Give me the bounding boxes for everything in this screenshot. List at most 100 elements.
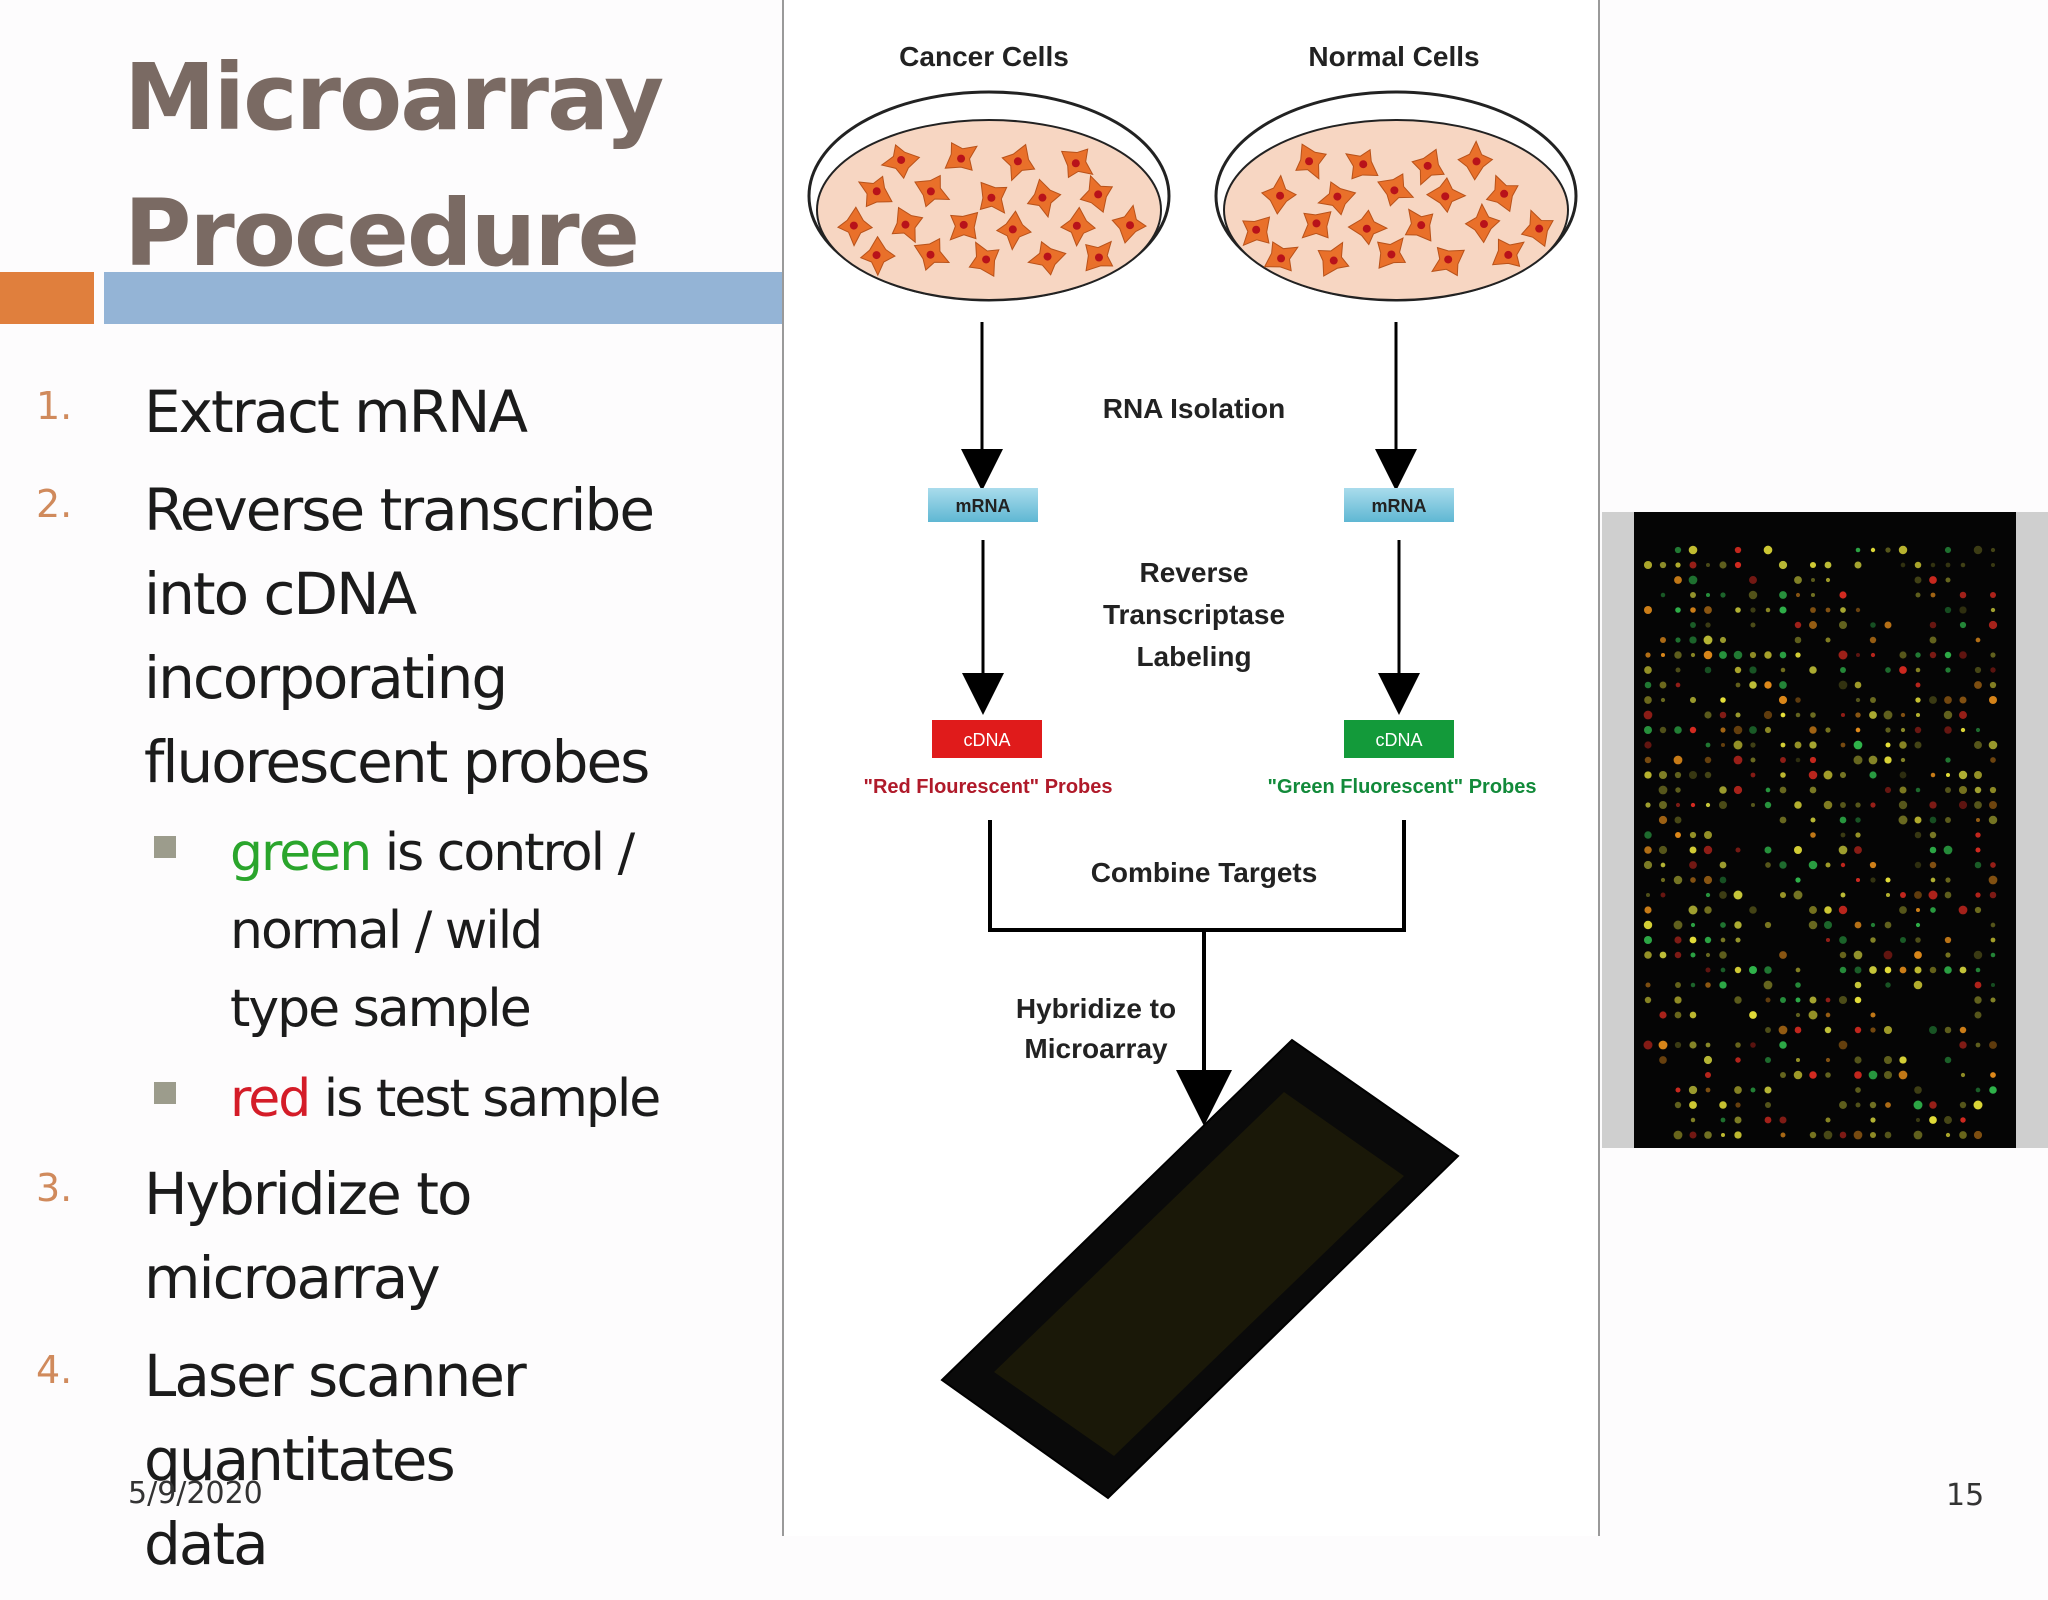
- array-spot-icon: [1944, 606, 1952, 614]
- array-spot-icon: [1915, 667, 1921, 673]
- hybridize-label-line2: Microarray: [1024, 1033, 1168, 1064]
- array-spot-icon: [1644, 756, 1652, 764]
- array-spot-icon: [1869, 966, 1877, 974]
- array-spot-icon: [1990, 862, 1996, 868]
- array-spot-icon: [1675, 802, 1681, 808]
- array-spot-icon: [1869, 636, 1877, 644]
- mrna-right-label: mRNA: [1371, 496, 1426, 516]
- array-spot-icon: [1705, 1042, 1711, 1048]
- array-spot-icon: [1688, 905, 1698, 915]
- array-spot-icon: [1838, 905, 1848, 915]
- array-spot-icon: [1855, 697, 1861, 703]
- array-spot-icon: [1645, 802, 1651, 808]
- array-spot-icon: [1704, 906, 1712, 914]
- sub-item-red: red is test sample: [144, 1060, 780, 1138]
- array-spot-icon: [1750, 1042, 1756, 1048]
- array-spot-icon: [1989, 591, 1997, 599]
- array-spot-icon: [1929, 636, 1937, 644]
- array-spot-icon: [1764, 1056, 1772, 1064]
- array-spot-icon: [1914, 891, 1922, 899]
- cell-nucleus-icon: [1252, 225, 1261, 234]
- array-spot-icon: [1719, 636, 1727, 644]
- cell-nucleus-icon: [1444, 255, 1453, 264]
- red-probes-label: "Red Flourescent" Probes: [863, 776, 1112, 798]
- array-spot-icon: [1959, 966, 1967, 974]
- array-spot-icon: [1690, 592, 1696, 598]
- array-spot-icon: [1990, 652, 1996, 658]
- step-number: 2.: [36, 482, 73, 526]
- array-spot-icon: [1780, 667, 1786, 673]
- array-spot-icon: [1929, 816, 1937, 824]
- cell-nucleus-icon: [982, 255, 991, 264]
- array-spot-icon: [1705, 562, 1711, 568]
- array-spot-icon: [1975, 892, 1981, 898]
- array-spot-icon: [1719, 651, 1727, 659]
- array-spot-icon: [1825, 637, 1831, 643]
- array-spot-icon: [1929, 696, 1937, 704]
- array-spot-icon: [1870, 622, 1876, 628]
- array-spot-icon: [1690, 877, 1696, 883]
- array-spot-icon: [1899, 906, 1907, 914]
- array-spot-icon: [1690, 802, 1696, 808]
- combine-bracket: [988, 820, 1406, 932]
- array-spot-icon: [1944, 651, 1952, 659]
- array-spot-icon: [1734, 966, 1742, 974]
- array-spot-icon: [1975, 1042, 1981, 1048]
- array-spot-icon: [1899, 666, 1907, 674]
- array-spot-icon: [1795, 1012, 1801, 1018]
- array-spot-icon: [1914, 816, 1922, 824]
- array-spot-icon: [1809, 996, 1817, 1004]
- array-spot-icon: [1673, 920, 1683, 930]
- array-spot-icon: [1779, 1116, 1787, 1124]
- array-spot-icon: [1705, 622, 1711, 628]
- array-spot-icon: [1673, 1130, 1683, 1140]
- array-spot-icon: [1840, 607, 1846, 613]
- array-spot-icon: [1644, 696, 1652, 704]
- array-spot-icon: [1764, 1101, 1772, 1109]
- array-spot-icon: [1779, 1041, 1787, 1049]
- array-spot-icon: [1704, 771, 1712, 779]
- array-spot-icon: [1735, 1102, 1741, 1108]
- array-spot-icon: [1765, 1027, 1771, 1033]
- cell-nucleus-icon: [1504, 250, 1513, 259]
- array-spot-icon: [1838, 650, 1848, 660]
- array-spot-icon: [1660, 892, 1666, 898]
- array-spot-icon: [1705, 742, 1711, 748]
- array-spot-icon: [1809, 561, 1817, 569]
- array-spot-icon: [1988, 695, 1998, 705]
- step-number: 1.: [36, 384, 73, 428]
- array-spot-icon: [1674, 996, 1682, 1004]
- array-spot-icon: [1780, 742, 1786, 748]
- cell-nucleus-icon: [1013, 157, 1022, 166]
- cell-nucleus-icon: [872, 187, 881, 196]
- array-spot-icon: [1869, 1101, 1877, 1109]
- array-spot-icon: [1869, 861, 1877, 869]
- array-spot-icon: [1944, 726, 1952, 734]
- array-spot-icon: [1719, 1101, 1727, 1109]
- array-spot-icon: [1974, 981, 1982, 989]
- array-spot-icon: [1900, 727, 1906, 733]
- array-spot-icon: [1840, 802, 1846, 808]
- array-spot-icon: [1900, 757, 1906, 763]
- array-spot-icon: [1855, 817, 1861, 823]
- array-spot-icon: [1839, 936, 1847, 944]
- cdna-green-box: [1344, 720, 1454, 758]
- array-spot-icon: [1945, 577, 1951, 583]
- array-spot-icon: [1810, 577, 1816, 583]
- array-spot-icon: [1690, 922, 1696, 928]
- array-spot-icon: [1840, 712, 1846, 718]
- array-spot-icon: [1705, 892, 1711, 898]
- array-spot-icon: [1719, 981, 1727, 989]
- array-spot-icon: [1733, 890, 1743, 900]
- array-spot-icon: [1914, 726, 1922, 734]
- array-spot-icon: [1734, 1086, 1742, 1094]
- array-spot-icon: [1900, 562, 1906, 568]
- array-spot-icon: [1959, 621, 1967, 629]
- cdna-left-label: cDNA: [963, 730, 1010, 750]
- array-spot-icon: [1779, 816, 1787, 824]
- array-spot-icon: [1958, 770, 1968, 780]
- cdna-right-label: cDNA: [1375, 730, 1422, 750]
- cell-nucleus-icon: [1423, 161, 1432, 170]
- array-spot-icon: [1734, 561, 1742, 569]
- array-spot-icon: [1749, 681, 1757, 689]
